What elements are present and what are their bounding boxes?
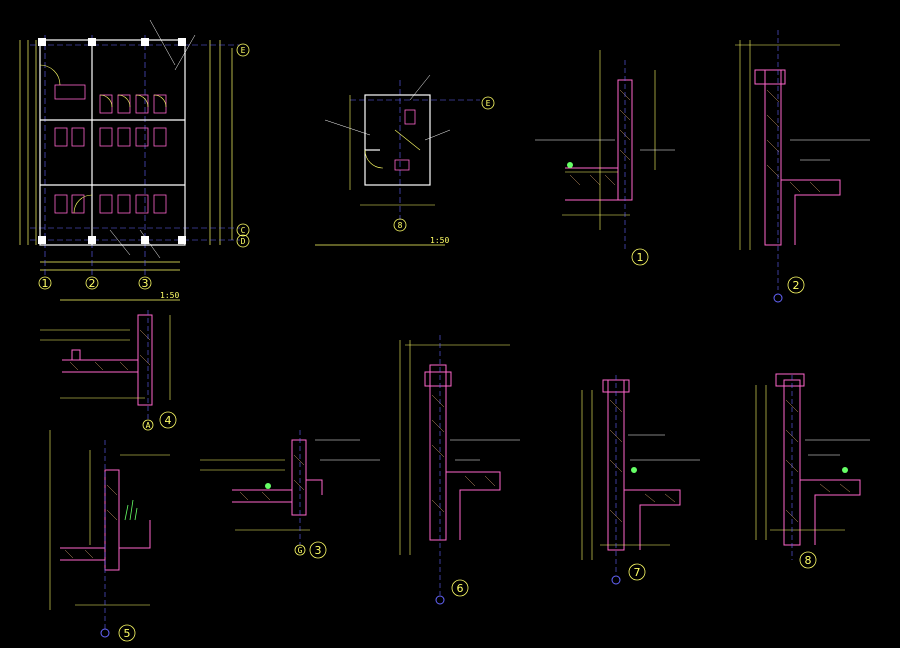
grid-bubble-1: 1 (42, 277, 49, 290)
axis-bubble-d: D (241, 237, 246, 246)
axis-bubble-c: C (241, 226, 246, 235)
detail-7-number: 7 (634, 566, 641, 579)
detail-6-number: 6 (457, 582, 464, 595)
axis-bubble-e: E (241, 46, 246, 55)
detail-1-number: 1 (637, 251, 644, 264)
detail-5-number: 5 (124, 627, 131, 640)
small-floor-plan: 8 E 1:50 (315, 74, 495, 246)
detail-4-axis: A (146, 421, 151, 430)
detail-4-number: 4 (165, 414, 172, 427)
detail-4: A 4 (40, 310, 177, 431)
detail-8-number: 8 (805, 554, 812, 567)
small-plan-axis-bubble: E (486, 99, 491, 108)
plan-main-scale: 1:50 (160, 291, 179, 300)
detail-1: 1 (535, 50, 675, 266)
small-plan-scale: 1:50 (430, 236, 449, 245)
detail-7: 7 (581, 375, 700, 585)
detail-5: 5 (49, 430, 170, 642)
main-floor-plan: 1 2 3 E C D 1:50 (19, 19, 250, 301)
detail-3-axis: G (298, 546, 303, 555)
grid-bubble-3: 3 (142, 277, 149, 290)
detail-3: G 3 (200, 430, 380, 559)
grid-bubble-2: 2 (89, 277, 96, 290)
detail-3-number: 3 (315, 544, 322, 557)
detail-2: 2 (735, 30, 870, 303)
small-plan-grid-bubble: 8 (398, 221, 403, 230)
detail-6: 6 (399, 335, 520, 605)
detail-8: 8 (755, 373, 870, 569)
detail-2-number: 2 (793, 279, 800, 292)
